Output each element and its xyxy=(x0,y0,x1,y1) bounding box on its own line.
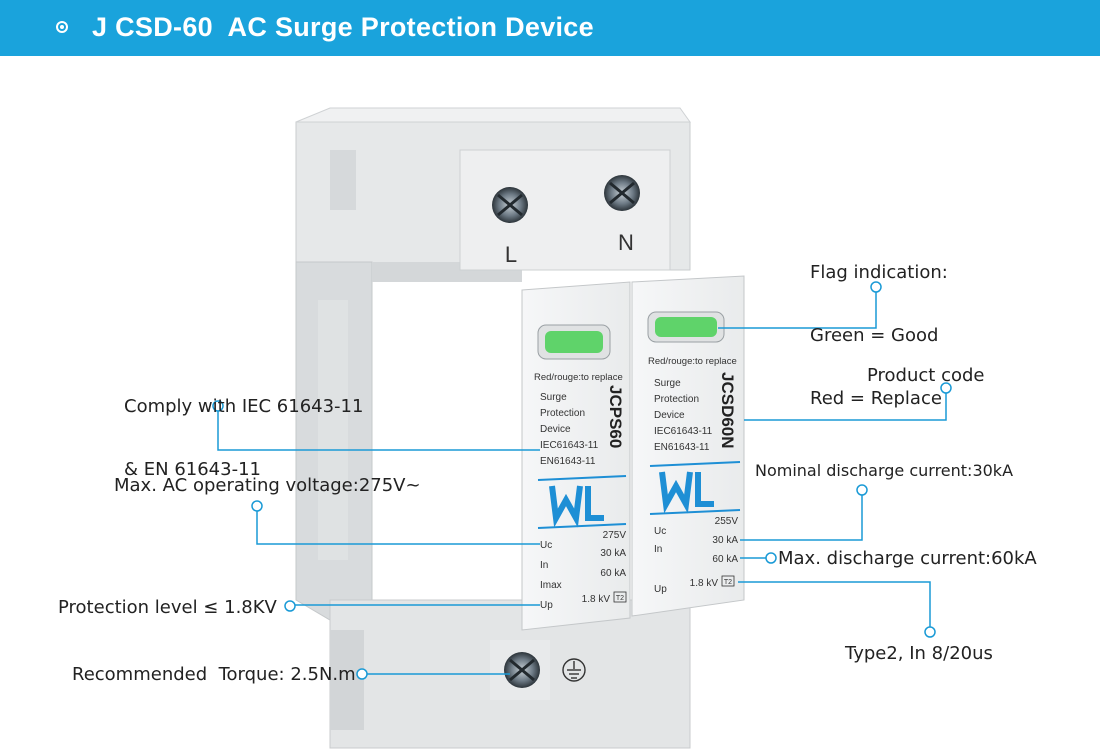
spec-right-uc: Uc xyxy=(654,526,666,537)
badge-left: T2 xyxy=(616,595,624,602)
desc-left-3: IEC61643-11 xyxy=(540,440,599,451)
product-code-label: Product code xyxy=(867,365,985,386)
flag-line-2: Green = Good xyxy=(810,325,939,346)
protection-level-label: Protection level ≤ 1.8KV xyxy=(58,597,277,618)
warning-right: Red/rouge:to replace xyxy=(648,356,737,367)
nominal-discharge-label: Nominal discharge current:30kA xyxy=(755,461,1014,480)
flag-indication-label: Flag indication: Green = Good Red = Repl… xyxy=(810,220,948,430)
terminal-block-bottom xyxy=(490,640,586,700)
torque-label: Recommended Torque: 2.5N.m xyxy=(72,664,356,685)
indicator-left xyxy=(545,331,603,353)
max-ac-voltage-label: Max. AC operating voltage:275V~ xyxy=(114,475,421,496)
spec-left-up-val: 1.8 kV xyxy=(582,594,611,605)
spec-right-up: Up xyxy=(654,584,667,595)
spec-left-in: In xyxy=(540,560,548,571)
ground-icon xyxy=(562,658,586,682)
spec-left-imax: Imax xyxy=(540,580,562,591)
leader-dots xyxy=(212,281,952,680)
desc-right-0: Surge xyxy=(654,378,681,389)
spec-right-imax-val: 60 kA xyxy=(712,554,738,565)
desc-left-2: Device xyxy=(540,424,571,435)
flag-line-3: Red = Replace xyxy=(810,388,942,409)
max-discharge-label: Max. discharge current:60kA xyxy=(778,548,1037,569)
leader-lines xyxy=(217,288,947,675)
spec-left-uc: Uc xyxy=(540,540,552,551)
bullet-icon xyxy=(56,21,68,33)
desc-left-4: EN61643-11 xyxy=(540,456,596,467)
logo-right xyxy=(659,471,714,514)
spec-left-uc-val: 275V xyxy=(603,530,627,541)
logo-left xyxy=(549,485,604,528)
spec-right-uc-val: 255V xyxy=(715,516,739,527)
comply-line-1: Comply with IEC 61643-11 xyxy=(124,396,364,417)
page-title: J CSD-60 AC Surge Protection Device xyxy=(92,12,594,42)
warning-left: Red/rouge:to replace xyxy=(534,372,623,383)
terminal-l-label: L xyxy=(505,242,517,267)
spec-right-in-val: 30 kA xyxy=(712,535,738,546)
module-right: Red/rouge:to replace Surge Protection De… xyxy=(631,275,745,617)
flag-line-1: Flag indication: xyxy=(810,262,948,283)
desc-left-1: Protection xyxy=(540,408,585,419)
desc-right-4: EN61643-11 xyxy=(654,442,710,453)
spec-left-imax-val: 60 kA xyxy=(600,568,626,579)
spec-right-in: In xyxy=(654,544,662,555)
desc-right-1: Protection xyxy=(654,394,699,405)
model-right: JCSD60N xyxy=(718,372,737,449)
spec-right-up-val: 1.8 kV xyxy=(690,578,719,589)
spec-left-up: Up xyxy=(540,600,553,611)
spec-left-in-val: 30 kA xyxy=(600,548,626,559)
comply-line-2: & EN 61643-11 xyxy=(124,459,261,480)
comply-label: Comply with IEC 61643-11 & EN 61643-11 xyxy=(124,354,363,501)
header-bar: J CSD-60 AC Surge Protection Device xyxy=(0,0,1100,56)
desc-right-2: Device xyxy=(654,410,685,421)
module-left: Red/rouge:to replace Surge Protection De… xyxy=(521,281,631,631)
indicator-right xyxy=(655,317,717,337)
type2-label: Type2, In 8/20us xyxy=(845,643,993,664)
desc-left-0: Surge xyxy=(540,392,567,403)
terminal-block-top: L N xyxy=(459,149,671,271)
model-left: JCPS60 xyxy=(606,385,625,448)
terminal-n-label: N xyxy=(618,230,634,255)
badge-right: T2 xyxy=(724,579,732,586)
desc-right-3: IEC61643-11 xyxy=(654,426,713,437)
